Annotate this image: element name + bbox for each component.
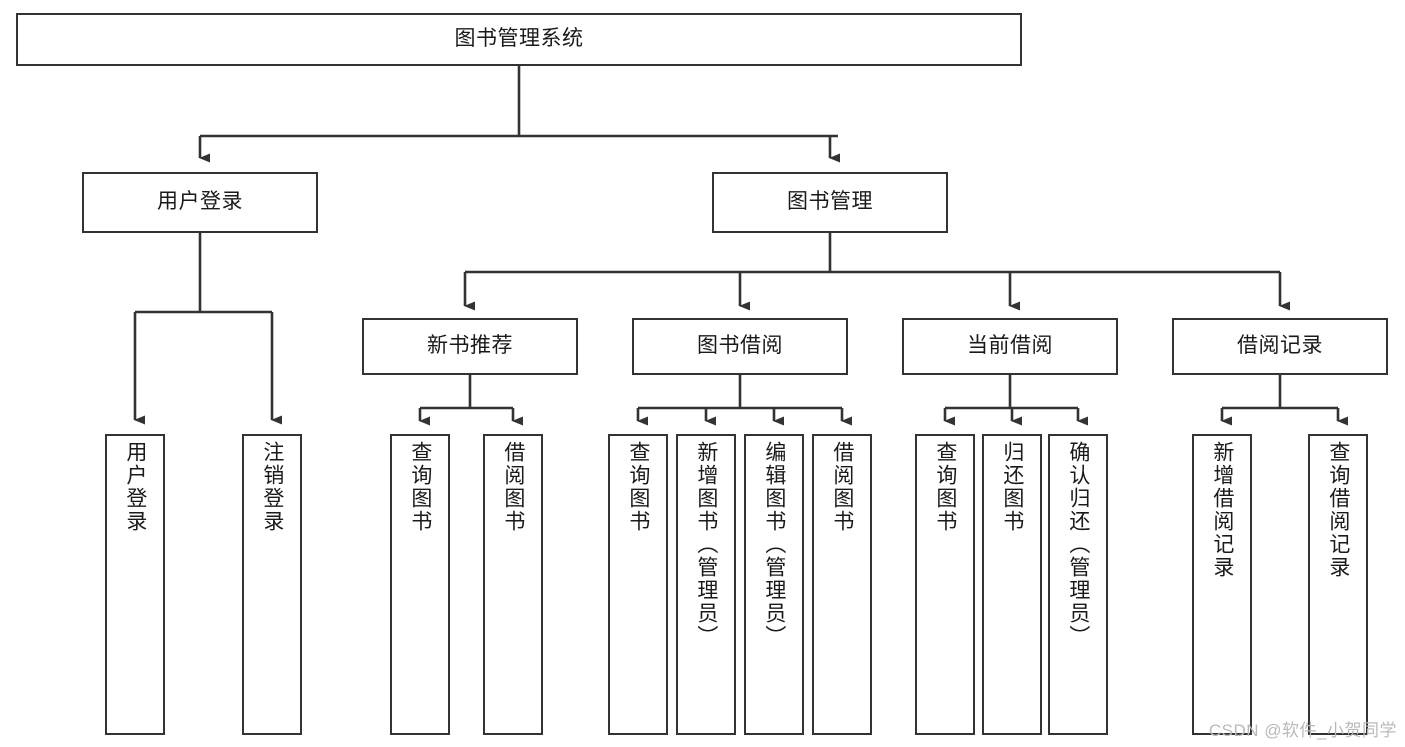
node-root-label: 图书管理系统 xyxy=(454,27,584,51)
leaf-borrow-book-recommend[interactable]: 借阅图书 xyxy=(483,434,543,735)
leaf-query-book-borrow[interactable]: 查询图书 xyxy=(608,434,668,735)
watermark: CSDN @软件_小贺同学 xyxy=(1208,721,1397,740)
node-user-login-label: 用户登录 xyxy=(157,190,243,214)
leaf-user-login-label: 用户登录 xyxy=(123,441,147,533)
node-new-book-recommend[interactable]: 新书推荐 xyxy=(362,318,578,375)
leaf-add-book-admin-label: 新增图书（管理员） xyxy=(694,441,718,648)
leaf-add-book-admin[interactable]: 新增图书（管理员） xyxy=(676,434,736,735)
leaf-query-book-borrow-label: 查询图书 xyxy=(626,441,650,533)
leaf-query-book-current[interactable]: 查询图书 xyxy=(915,434,975,735)
leaf-add-borrow-record[interactable]: 新增借阅记录 xyxy=(1192,434,1252,735)
node-user-login[interactable]: 用户登录 xyxy=(82,172,318,233)
leaf-query-book-recommend[interactable]: 查询图书 xyxy=(390,434,450,735)
leaf-add-borrow-record-label: 新增借阅记录 xyxy=(1210,441,1234,579)
leaf-user-login[interactable]: 用户登录 xyxy=(105,434,165,735)
leaf-return-book-label: 归还图书 xyxy=(1000,441,1024,533)
node-current-borrow-label: 当前借阅 xyxy=(967,334,1053,358)
leaf-edit-book-admin-label: 编辑图书（管理员） xyxy=(762,441,786,648)
leaf-return-book[interactable]: 归还图书 xyxy=(982,434,1042,735)
node-book-management[interactable]: 图书管理 xyxy=(712,172,948,233)
leaf-query-borrow-record[interactable]: 查询借阅记录 xyxy=(1308,434,1368,735)
leaf-borrow-book-label: 借阅图书 xyxy=(830,441,854,533)
node-book-borrow-label: 图书借阅 xyxy=(697,334,783,358)
leaf-query-borrow-record-label: 查询借阅记录 xyxy=(1326,441,1350,579)
leaf-logout-label: 注销登录 xyxy=(260,441,284,533)
leaf-logout[interactable]: 注销登录 xyxy=(242,434,302,735)
leaf-borrow-book[interactable]: 借阅图书 xyxy=(812,434,872,735)
node-root[interactable]: 图书管理系统 xyxy=(16,13,1022,66)
node-book-borrow[interactable]: 图书借阅 xyxy=(632,318,848,375)
leaf-borrow-book-recommend-label: 借阅图书 xyxy=(501,441,525,533)
leaf-edit-book-admin[interactable]: 编辑图书（管理员） xyxy=(744,434,804,735)
node-new-book-recommend-label: 新书推荐 xyxy=(427,334,513,358)
leaf-query-book-recommend-label: 查询图书 xyxy=(408,441,432,533)
leaf-confirm-return-admin-label: 确认归还（管理员） xyxy=(1066,441,1090,648)
node-current-borrow[interactable]: 当前借阅 xyxy=(902,318,1118,375)
leaf-query-book-current-label: 查询图书 xyxy=(933,441,957,533)
node-borrow-record-label: 借阅记录 xyxy=(1237,334,1323,358)
node-borrow-record[interactable]: 借阅记录 xyxy=(1172,318,1388,375)
leaf-confirm-return-admin[interactable]: 确认归还（管理员） xyxy=(1048,434,1108,735)
node-book-management-label: 图书管理 xyxy=(787,190,873,214)
